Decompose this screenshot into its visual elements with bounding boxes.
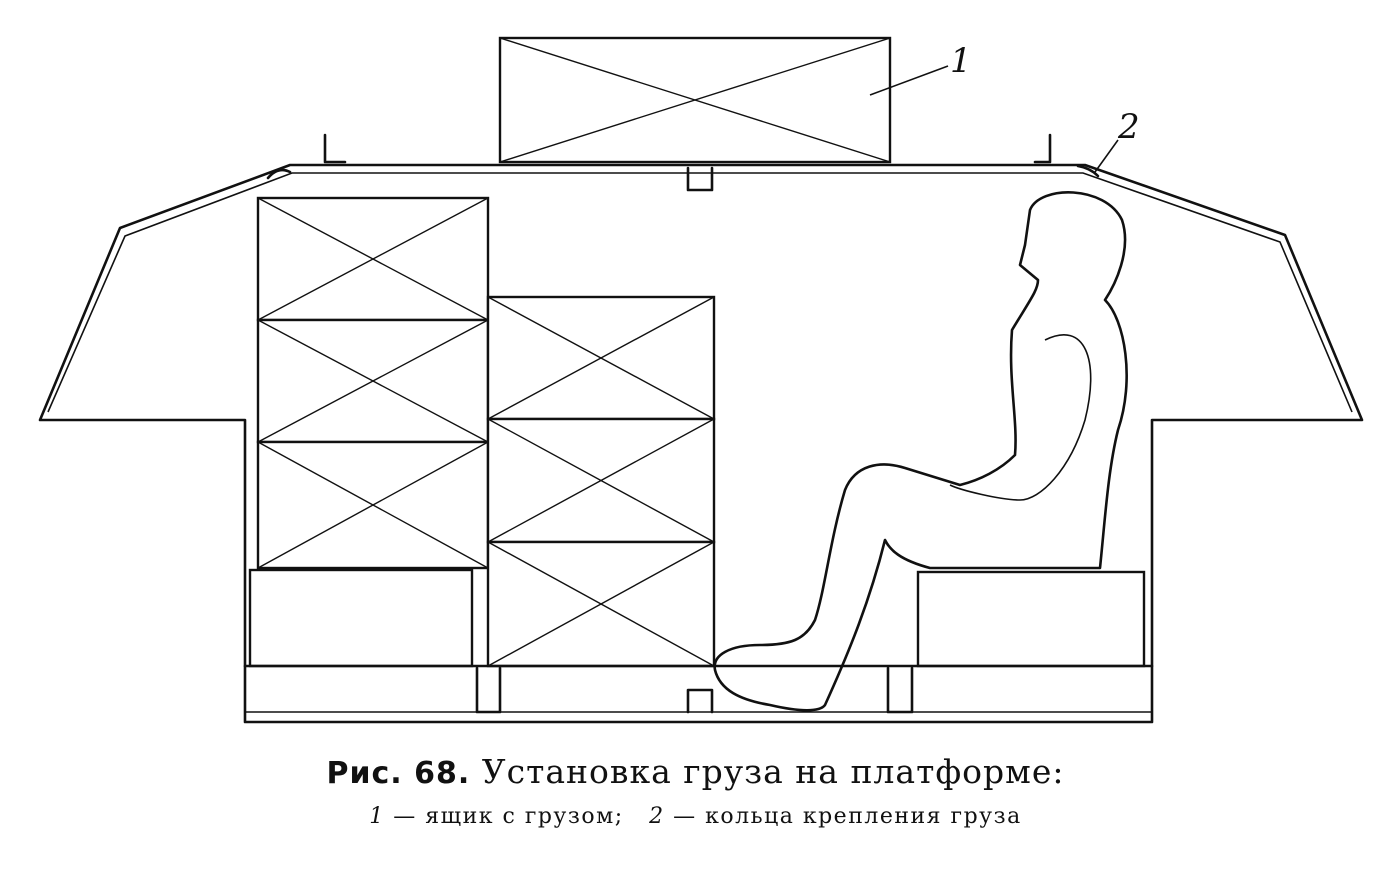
right-seat-block [916,570,1146,668]
platform-hull-outline [38,163,1364,724]
floor-ring-right [886,666,914,714]
legend-1-number: 1 [369,804,385,829]
callout-2-leader [1094,139,1119,173]
middle-stack-crate-1-cross-b [487,296,715,420]
lashing-ring-left [266,168,292,180]
right-top-bracket [1033,133,1052,164]
middle-stack-crate-3-cross-b [487,541,715,667]
left-stack-crate-3-cross-b [257,441,489,569]
left-stack-crate-1-cross-b [257,197,489,321]
callout-label-1: 1 [950,41,972,81]
figure-number: Рис. 68. [326,756,471,791]
legend-2-number: 2 [649,804,665,829]
top-cargo-box-cross-b [499,37,891,163]
left-top-bracket [323,133,347,164]
legend-2-text: — кольца крепления груза [673,804,1022,829]
figure-caption-legend: 1 — ящик с грузом; 2 — кольца крепления … [0,804,1391,829]
left-base-block [248,568,474,668]
figure-title: Установка груза на платформе: [481,752,1065,791]
figure-caption-title: Рис. 68. Установка груза на платформе: [0,752,1391,791]
callout-label-2: 2 [1117,107,1140,147]
seated-person-arm [949,334,1092,501]
floor-ring-center [686,688,714,714]
lashing-ring-right [1076,164,1100,178]
left-stack-crate-2-cross-b [257,319,489,443]
top-center-ring [686,166,714,192]
platform-diagram: 1 2 [38,36,1364,724]
callout-1-leader [869,65,949,96]
seated-person-silhouette [713,191,1128,712]
middle-stack-crate-2-cross-b [487,418,715,543]
floor-ring-left [475,666,502,714]
legend-1-text: — ящик с грузом; [393,804,624,829]
